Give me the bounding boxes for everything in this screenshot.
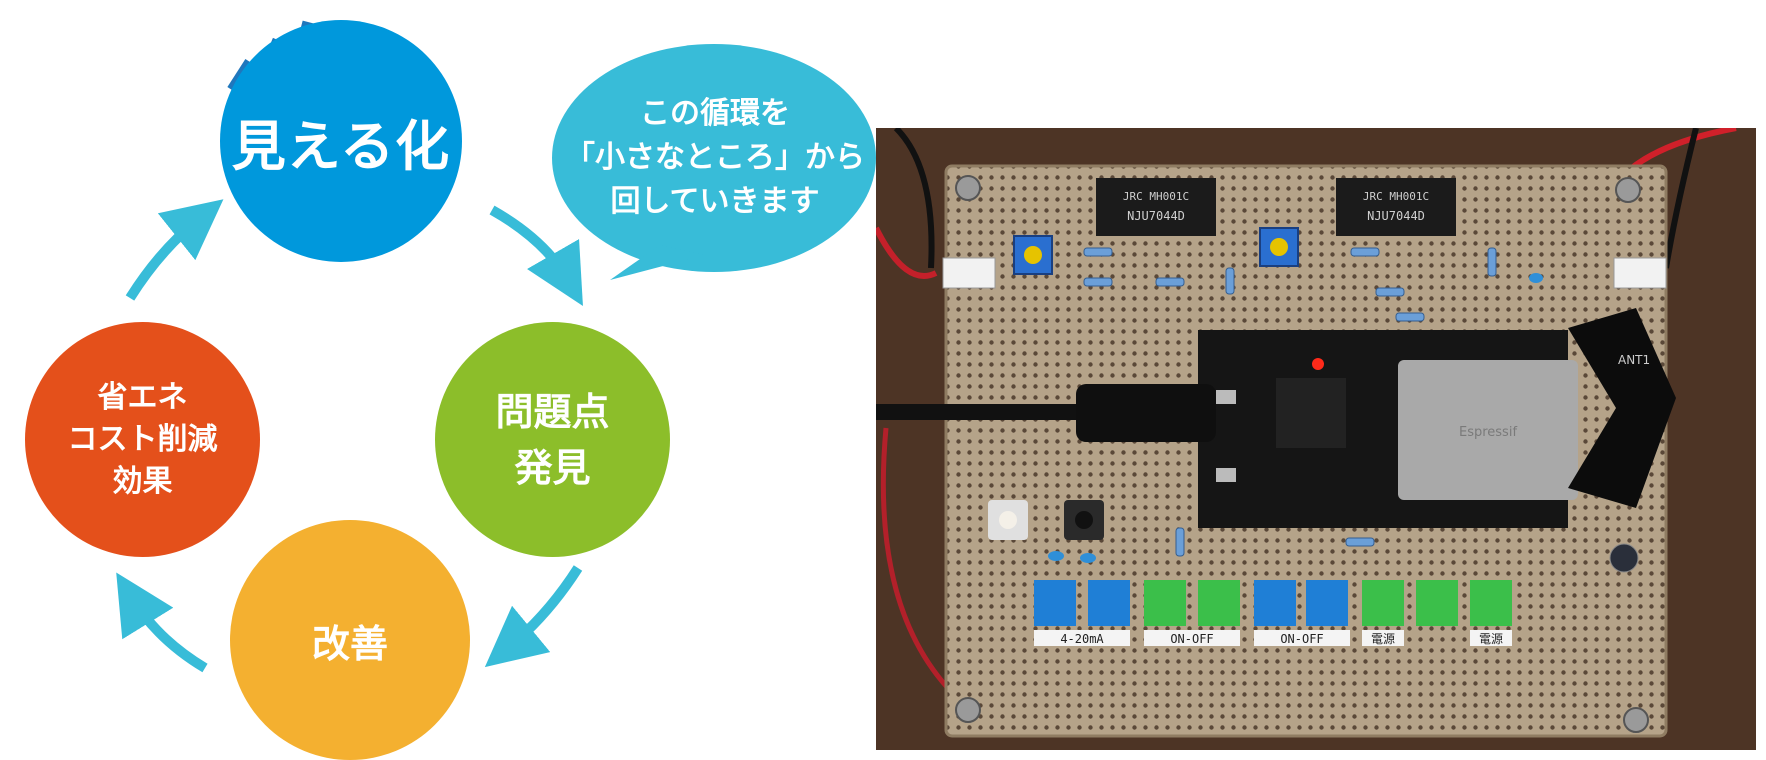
improve-label: 改善	[312, 613, 388, 668]
connector-left	[943, 258, 995, 288]
arrow-effect-to-visualize	[130, 218, 200, 298]
terminal-label-power-2: 電源	[1479, 632, 1503, 646]
dip-ic-1: JRC MH001C NJU7044D	[1096, 178, 1216, 236]
terminal-label-on-off-2: ON-OFF	[1280, 632, 1323, 646]
terminal-blocks	[1034, 580, 1512, 626]
find-problems-label-line1: 問題点	[495, 384, 609, 440]
bubble-line-1: この循環を	[555, 92, 875, 136]
cycle-node-effect: 省エネ コスト削減 効果	[25, 322, 260, 557]
antenna-label: ANT1	[1618, 353, 1650, 367]
effect-label-line3: 効果	[68, 461, 218, 503]
effect-label-line1: 省エネ	[68, 377, 218, 419]
arrow-problems-to-improve	[508, 568, 578, 648]
module-brand: Espressif	[1459, 425, 1517, 440]
power-led	[1312, 358, 1324, 370]
terminal-label-4-20ma: 4-20mA	[1060, 632, 1104, 646]
ic-1-label-top: JRC MH001C	[1123, 190, 1189, 203]
cycle-node-improve: 改善	[230, 520, 470, 760]
effect-label-line2: コスト削減	[68, 419, 218, 461]
esp32-module: Espressif	[1198, 330, 1578, 528]
usb-plug	[1076, 384, 1216, 442]
connector-right	[1614, 258, 1666, 288]
speech-bubble-text: この循環を 「小さなところ」から 回していきます	[555, 92, 875, 224]
cycle-node-find-problems: 問題点 発見	[435, 322, 670, 557]
ic-1-label: NJU7044D	[1127, 209, 1185, 223]
ic-2-label: NJU7044D	[1367, 209, 1425, 223]
dip-ic-2: JRC MH001C NJU7044D	[1336, 178, 1456, 236]
circuit-board-photo: JRC MH001C NJU7044D JRC MH001C NJU7044D …	[876, 128, 1756, 750]
terminal-label-on-off-1: ON-OFF	[1170, 632, 1213, 646]
cycle-node-visualize: 見える化	[220, 20, 462, 262]
bubble-line-3: 回していきます	[555, 180, 875, 224]
visualize-label: 見える化	[232, 102, 450, 181]
arrow-improve-to-effect	[132, 598, 205, 668]
bubble-line-2: 「小さなところ」から	[555, 136, 875, 180]
find-problems-label-line2: 発見	[495, 440, 609, 496]
electrolytic-capacitor	[1610, 544, 1638, 572]
ic-2-label-top: JRC MH001C	[1363, 190, 1429, 203]
circuit-board-illustration: JRC MH001C NJU7044D JRC MH001C NJU7044D …	[876, 128, 1756, 750]
terminal-label-power-1: 電源	[1371, 632, 1395, 646]
usb-cable	[876, 404, 1106, 420]
